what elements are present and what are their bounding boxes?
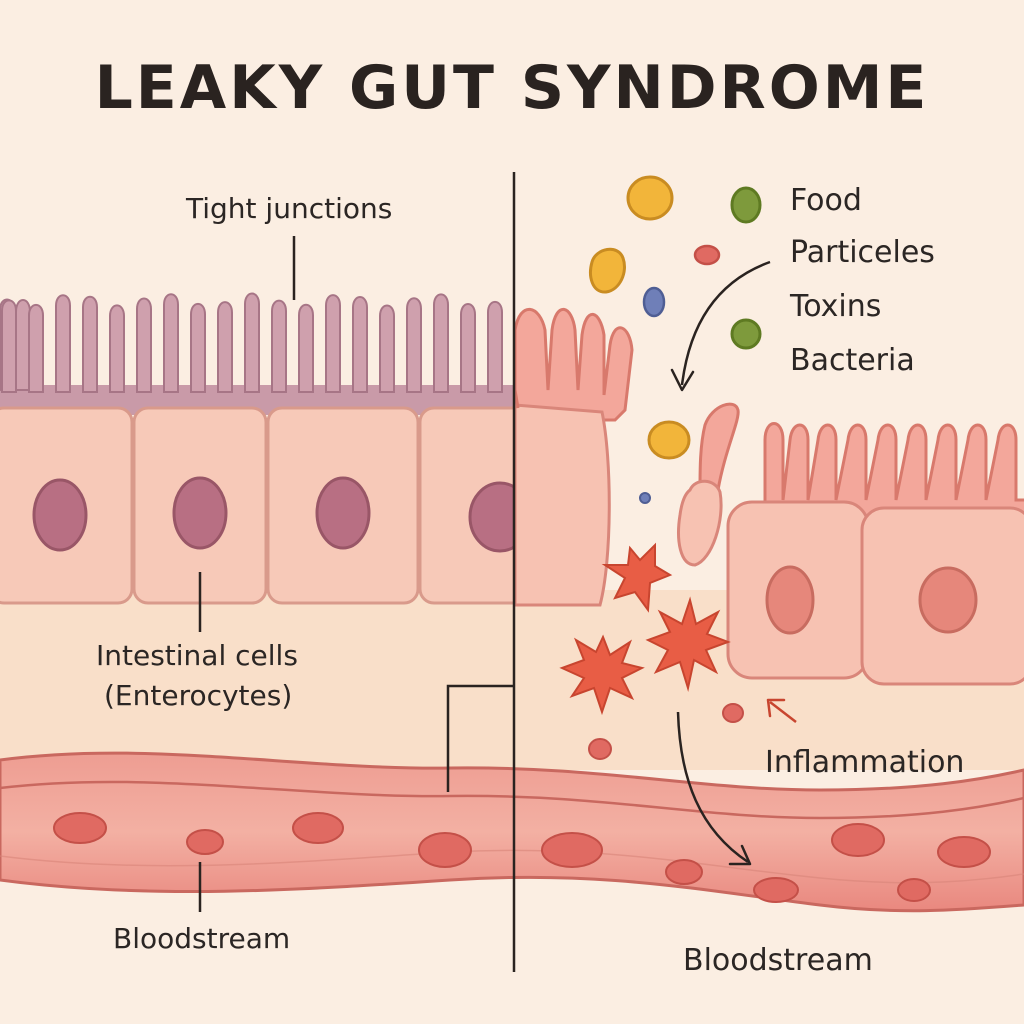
villus bbox=[271, 299, 287, 393]
villus bbox=[217, 301, 233, 393]
particle bbox=[588, 738, 612, 760]
legend-particles: Particeles bbox=[790, 235, 935, 270]
legend-bacteria: Bacteria bbox=[790, 343, 915, 378]
particle bbox=[722, 703, 744, 723]
red-blood-cells bbox=[53, 812, 991, 903]
nucleus bbox=[32, 478, 88, 552]
villus bbox=[460, 303, 476, 393]
villus bbox=[1, 299, 17, 393]
leaky-cells-left bbox=[513, 307, 634, 607]
villus bbox=[109, 304, 125, 393]
nucleus bbox=[172, 476, 228, 550]
diagram-title: LEAKY GUT SYNDROME bbox=[94, 53, 930, 123]
villus bbox=[487, 300, 503, 393]
entry-arrow bbox=[680, 260, 771, 386]
food-particle bbox=[647, 420, 691, 460]
food-particle bbox=[589, 247, 626, 294]
toxin-particle bbox=[693, 244, 721, 266]
nucleus bbox=[315, 476, 371, 550]
tight-junctions-label: Tight junctions bbox=[186, 192, 393, 225]
red-blood-cell bbox=[541, 832, 603, 868]
red-blood-cell bbox=[753, 877, 799, 903]
tight-junction-villi bbox=[1, 292, 503, 393]
villus bbox=[136, 297, 152, 393]
bacteria-particle bbox=[730, 186, 762, 224]
legend-food: Food bbox=[790, 183, 862, 218]
intestinal-cells-label: Intestinal cells bbox=[96, 639, 298, 672]
villus bbox=[352, 296, 368, 393]
red-blood-cell bbox=[418, 832, 472, 868]
red-blood-cell bbox=[186, 829, 224, 855]
healthy-cells bbox=[0, 406, 572, 605]
villus bbox=[190, 302, 206, 393]
villus bbox=[325, 294, 341, 393]
particles bbox=[588, 175, 762, 760]
villus bbox=[379, 304, 395, 393]
bacteria-particle bbox=[730, 318, 762, 350]
detached-cell bbox=[677, 402, 740, 567]
toxin-particle bbox=[642, 286, 666, 318]
villus bbox=[433, 293, 449, 393]
bracket-pointer bbox=[446, 684, 514, 792]
bloodstream-arrow bbox=[676, 711, 749, 864]
inflammation-label: Inflammation bbox=[765, 745, 965, 780]
villus bbox=[28, 303, 44, 393]
leaky-cells-right bbox=[726, 422, 1024, 686]
villus bbox=[406, 297, 422, 393]
villus bbox=[163, 293, 179, 393]
villus bbox=[55, 294, 71, 393]
red-blood-cell bbox=[897, 878, 931, 902]
nucleus bbox=[918, 566, 978, 634]
villus bbox=[298, 303, 314, 393]
enterocytes-label: (Enterocytes) bbox=[104, 679, 293, 712]
legend-toxins: Toxins bbox=[790, 289, 882, 324]
red-blood-cell bbox=[831, 823, 885, 857]
inflammation-markers bbox=[559, 542, 731, 716]
food-particle bbox=[626, 175, 674, 221]
red-blood-cell bbox=[665, 859, 703, 885]
red-blood-cell bbox=[292, 812, 344, 844]
bloodstream-label-healthy: Bloodstream bbox=[113, 922, 291, 955]
nucleus bbox=[765, 565, 815, 635]
toxin-particle bbox=[639, 492, 651, 504]
bloodstream-label-leaky: Bloodstream bbox=[683, 943, 873, 978]
red-blood-cell bbox=[937, 836, 991, 868]
villus bbox=[82, 295, 98, 393]
villus bbox=[244, 292, 260, 393]
red-blood-cell bbox=[53, 812, 107, 844]
inflammation-arrow bbox=[769, 701, 797, 723]
